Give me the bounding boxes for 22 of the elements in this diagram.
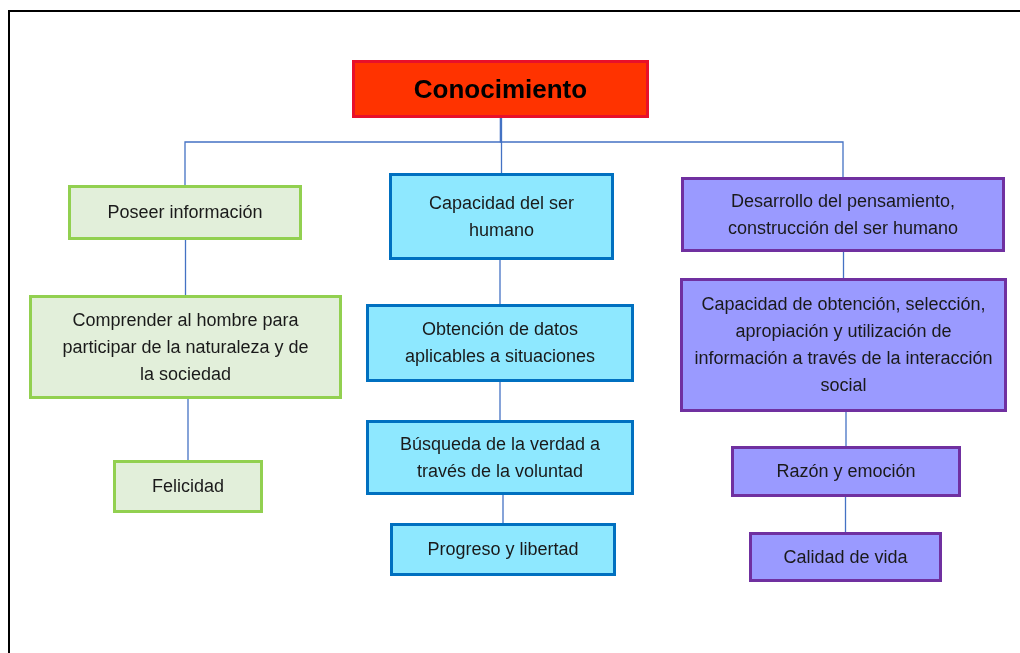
connector-line — [499, 259, 501, 305]
concept-box: Desarrollo del pensamiento, construcción del ser humano — [681, 177, 1005, 252]
connector-line — [187, 398, 189, 461]
concept-box: Felicidad — [113, 460, 263, 513]
concept-box: Comprender al hombre para participar de la naturaleza y de la sociedad — [29, 295, 342, 399]
connector-line — [502, 494, 504, 524]
concept-box: Capacidad del ser humano — [389, 173, 614, 260]
concept-box: Búsqueda de la verdad a través de la voluntad — [366, 420, 634, 495]
title-box: Conocimiento — [352, 60, 649, 118]
connector-line — [500, 117, 503, 174]
connector-line — [499, 381, 501, 421]
concept-box: Progreso y libertad — [390, 523, 616, 576]
connector-line — [499, 117, 844, 178]
concept-box: Razón y emoción — [731, 446, 961, 497]
concept-box: Calidad de vida — [749, 532, 942, 582]
connector-line — [184, 239, 187, 296]
connector-line — [842, 251, 845, 279]
connector-line — [844, 496, 847, 533]
concept-box: Obtención de datos aplicables a situaciones — [366, 304, 634, 382]
concept-box: Poseer información — [68, 185, 302, 240]
concept-box: Capacidad de obtención, selección, apropiación y utilización de información a través de la interacción social — [680, 278, 1007, 412]
connector-line — [845, 411, 847, 447]
